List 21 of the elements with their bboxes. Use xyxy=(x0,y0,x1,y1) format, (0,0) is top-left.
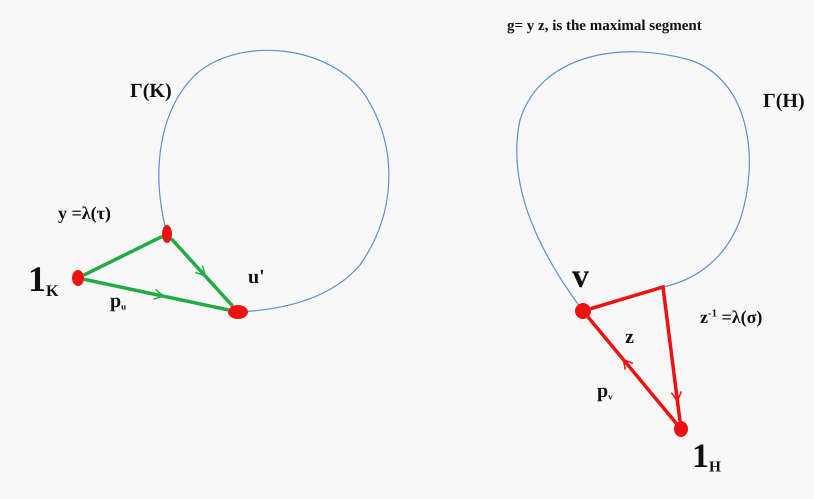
vertex-label: 1$_{H}$ xyxy=(692,438,721,476)
math-label: p$_{v}$ xyxy=(597,380,613,403)
arrow xyxy=(586,316,678,424)
vertex-dot xyxy=(674,421,688,437)
math-label: z xyxy=(625,326,634,348)
math-label: p$_{u}$ xyxy=(110,290,126,313)
vertex-label: 1$_{K}$ xyxy=(28,260,59,301)
vertex-dot xyxy=(575,303,591,319)
arrow xyxy=(84,278,229,312)
arrow xyxy=(170,238,234,308)
math-label: g= y z, is the maximal segment xyxy=(507,18,702,34)
vertex-dot xyxy=(72,270,84,286)
vertex-label: v xyxy=(572,258,589,296)
math-label: Γ(H) xyxy=(763,90,805,112)
vertex-dot xyxy=(162,225,172,243)
vertex-label: y =λ(τ) xyxy=(58,204,111,224)
arrow xyxy=(590,284,682,422)
math-label: z$^{-1}$ =λ(σ) xyxy=(700,308,762,328)
vertex-label: u' xyxy=(248,266,265,288)
math-label: Γ(K) xyxy=(130,80,172,102)
vertex-dot xyxy=(228,305,248,319)
